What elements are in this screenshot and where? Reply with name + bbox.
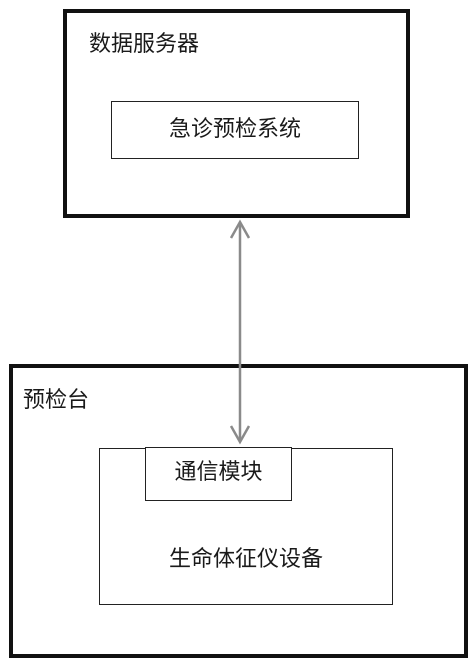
comm-module-box: 通信模块 <box>145 447 292 501</box>
vital-signs-device-label: 生命体征仪设备 <box>168 547 323 572</box>
comm-module-label: 通信模块 <box>174 460 263 485</box>
triage-station-title: 预检台 <box>23 388 90 413</box>
triage-station-box: 预检台 通信模块 生命体征仪设备 <box>9 364 468 658</box>
data-server-title: 数据服务器 <box>89 32 200 57</box>
arrow-head-up <box>229 219 251 239</box>
data-server-box: 数据服务器 急诊预检系统 <box>63 9 410 218</box>
triage-system-label: 急诊预检系统 <box>168 117 301 142</box>
triage-system-box: 急诊预检系统 <box>111 101 359 159</box>
vital-signs-device-box: 通信模块 生命体征仪设备 <box>99 447 393 605</box>
